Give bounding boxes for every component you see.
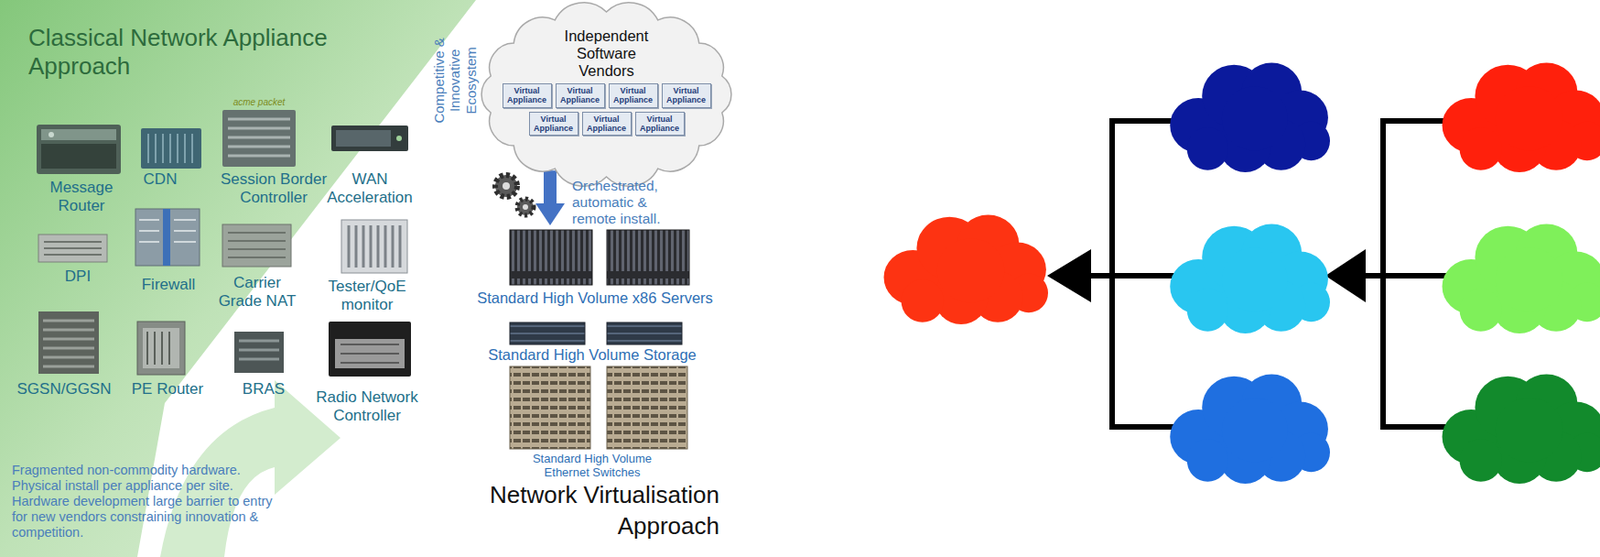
appliance-label: PE Router	[126, 379, 209, 399]
switch-icon	[509, 366, 688, 449]
appliance-text: Virtual Appliance	[612, 86, 655, 106]
sbc-icon	[222, 109, 296, 167]
server-label: Standard High Volume x86 Servers	[462, 289, 728, 307]
appliance-text: Virtual Appliance	[665, 86, 708, 106]
storage-icon	[509, 322, 682, 345]
install-arrow	[543, 170, 557, 207]
appliance-text: Virtual Appliance	[532, 114, 575, 134]
panel-triangle	[0, 0, 476, 557]
appliance-label: Session Border Controller	[216, 170, 332, 206]
server-group: Standard High Volume x86 Servers	[462, 225, 728, 307]
cloud-shape	[1169, 63, 1330, 173]
vendor-cloud: Independent Software VendorsVirtual Appl…	[475, 0, 737, 189]
appliance-text: Virtual Appliance	[506, 86, 549, 106]
edge-label: Orchestrated, automatic & remote install…	[572, 177, 687, 227]
appliance-label: Message Router	[40, 178, 123, 215]
cloud-shape	[884, 215, 1049, 325]
tester-icon	[341, 219, 408, 273]
sgsn-icon	[38, 311, 99, 374]
approach-heading: Network Virtualisation Approach	[444, 479, 720, 542]
virtual-appliance-box: Virtual Appliance	[529, 111, 579, 137]
arrow-head	[1325, 248, 1366, 303]
virtual-appliance-box: Virtual Appliance	[608, 83, 659, 109]
virtual-appliance-box: Virtual Appliance	[661, 83, 712, 109]
firewall-icon	[135, 208, 200, 266]
dpi-icon	[38, 234, 108, 262]
virtual-appliance-box: Virtual Appliance	[555, 83, 606, 109]
ecosystem-label: Competitive & Innovative Ecosystem	[431, 22, 479, 138]
appliance-text: Virtual Appliance	[638, 114, 682, 134]
pe-router-icon	[137, 321, 185, 375]
virtual-appliance-box: Virtual Appliance	[502, 83, 552, 109]
router-icon	[36, 124, 121, 174]
panel-heading: Classical Network Appliance Approach	[28, 23, 368, 81]
nat-icon	[222, 224, 292, 267]
cloud-heading: Independent Software Vendors	[547, 27, 667, 80]
logo-text: acme packet	[222, 97, 296, 109]
cdn-icon	[140, 128, 202, 169]
appliance-label: Carrier Grade NAT	[213, 273, 302, 310]
rnc-icon	[328, 321, 411, 377]
bras-icon	[234, 331, 284, 373]
appliance-label: BRAS	[227, 379, 301, 399]
hardware-label: Standard High Volume Ethernet Switches	[523, 452, 661, 480]
cloud-shape	[1442, 224, 1600, 334]
appliance-label: Tester/QoE monitor	[323, 277, 411, 314]
appliance-label: DPI	[41, 267, 115, 286]
appliance-text: Virtual Appliance	[559, 86, 602, 106]
appliance-label: Firewall	[127, 275, 210, 294]
cloud-shape	[1442, 374, 1600, 484]
server-icon	[509, 229, 690, 285]
virtual-appliance-box: Virtual Appliance	[582, 111, 632, 137]
cloud-shape	[1169, 374, 1330, 484]
gear-icon	[495, 174, 534, 216]
cloud-shape	[1442, 63, 1600, 173]
hardware-label: Standard High Volume Storage	[454, 345, 730, 364]
wan-icon	[331, 125, 409, 152]
cloud-shape	[1169, 224, 1330, 334]
panel-note: Fragmented non-commodity hardware. Physi…	[11, 462, 280, 541]
arrow-head	[1047, 248, 1092, 303]
appliance-text: Virtual Appliance	[585, 114, 628, 134]
appliance-label: WAN Acceleration	[324, 170, 416, 206]
virtual-appliance-box: Virtual Appliance	[635, 111, 685, 137]
appliance-label: CDN	[125, 170, 195, 189]
appliance-label: Radio Network Controller	[312, 388, 422, 424]
appliance-label: SGSN/GGSN	[9, 379, 119, 399]
